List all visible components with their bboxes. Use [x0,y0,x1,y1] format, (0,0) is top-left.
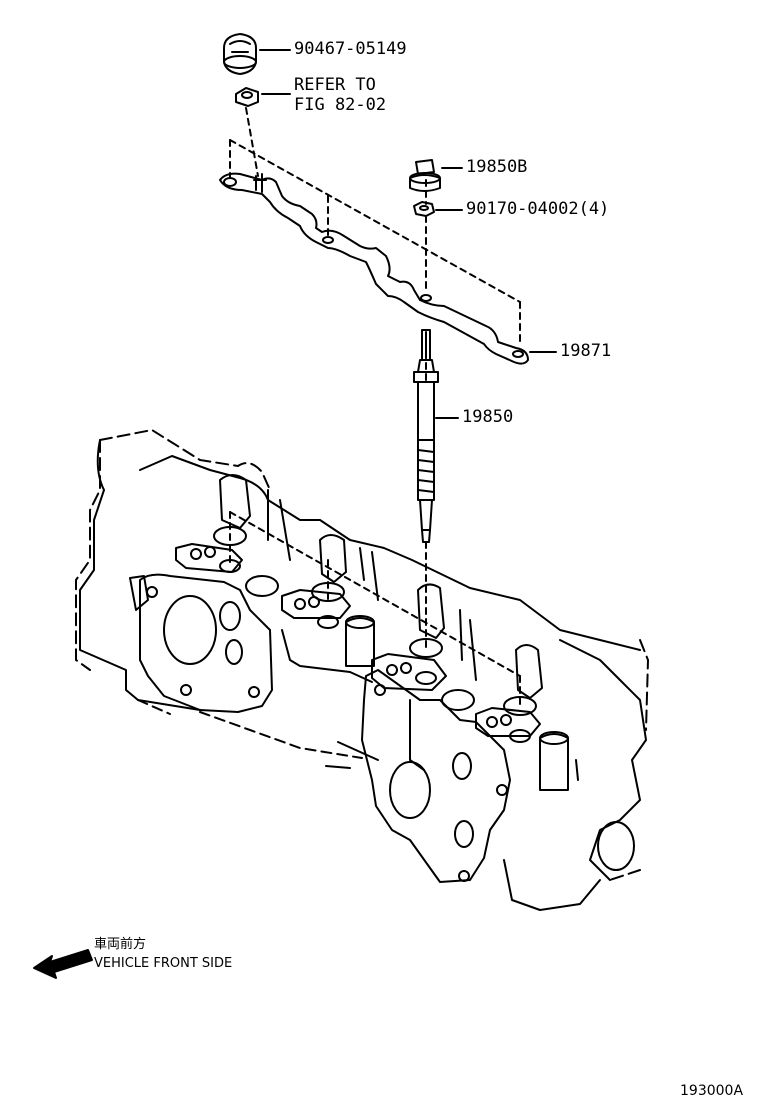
cylinder-head-drawing [75,429,649,911]
connector-drawing [409,159,441,192]
busbar-drawing [219,172,529,365]
callout-19850B[interactable]: 19850B [466,157,528,177]
direction-english: VEHICLE FRONT SIDE [94,956,233,971]
front-arrow-icon [33,949,93,979]
callout-90170-04002[interactable]: 90170-04002(4) [466,199,610,219]
cap-nut-drawing [223,33,257,75]
callout-90467-05149[interactable]: 90467-05149 [294,39,407,59]
glow-plug-drawing [413,329,439,543]
callout-19871[interactable]: 19871 [560,341,612,361]
callout-19850[interactable]: 19850 [462,407,514,427]
small-nut-drawing [413,201,435,217]
figure-code: 193000A [680,1083,744,1099]
callout-refer-line1: REFER TO [294,75,376,95]
direction-japanese: 車両前方 [94,937,147,952]
refer-nut-drawing [235,87,259,107]
callout-refer-line2[interactable]: FIG 82-02 [294,95,387,115]
